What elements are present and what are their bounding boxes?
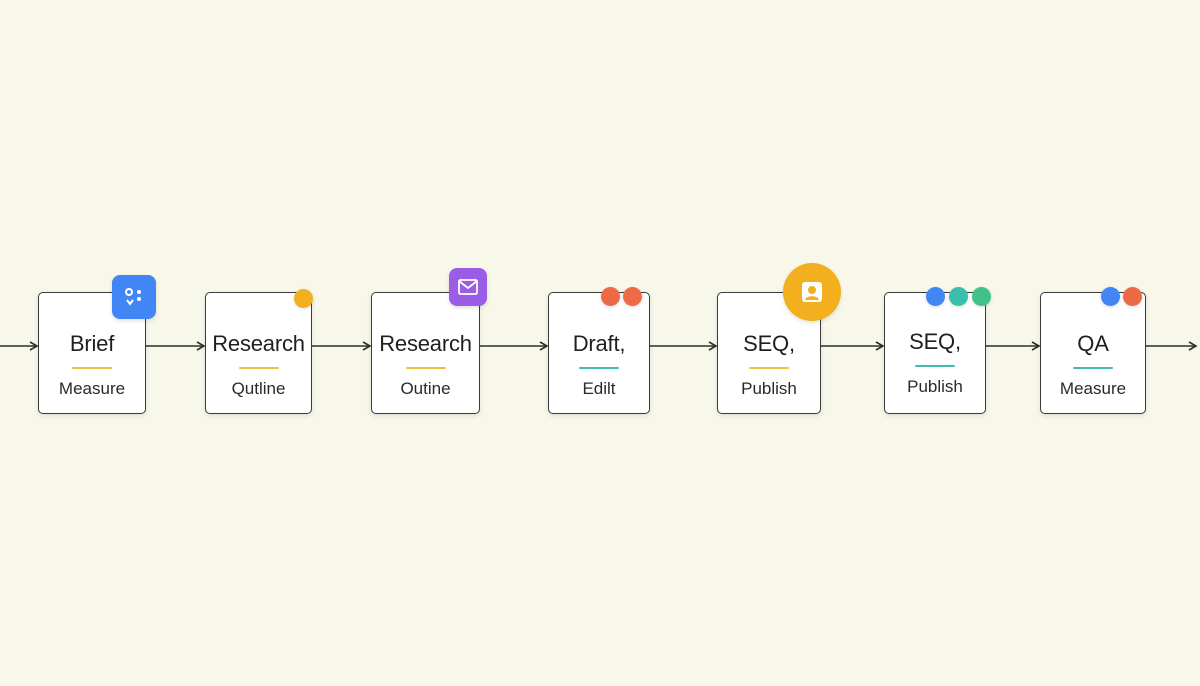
badge-network — [112, 275, 156, 319]
step-divider — [749, 367, 789, 369]
status-dot — [294, 289, 313, 308]
mail-icon — [458, 279, 478, 295]
step-title: SEQ, — [909, 329, 961, 354]
step-divider — [72, 367, 112, 369]
dots-network-icon — [125, 288, 141, 306]
status-dot — [623, 287, 642, 306]
step-seo-2[interactable]: SEQ, Publish — [884, 287, 991, 414]
step-divider — [405, 367, 446, 369]
step-title: Draft, — [572, 331, 626, 356]
user-icon — [802, 282, 822, 302]
step-seo[interactable]: SEQ, Publish — [717, 263, 841, 414]
step-title: QA — [1077, 331, 1109, 356]
step-divider — [1073, 367, 1113, 369]
status-dot — [601, 287, 620, 306]
step-subtitle: Publish — [907, 377, 963, 396]
step-research-2[interactable]: Research Outine — [371, 268, 487, 414]
step-subtitle: Publish — [741, 379, 797, 398]
status-dot — [926, 287, 945, 306]
status-dot — [1101, 287, 1120, 306]
step-subtitle: Qutline — [231, 379, 286, 398]
step-subtitle: Edilt — [582, 379, 616, 398]
status-dot — [972, 287, 991, 306]
step-title: Research — [212, 331, 305, 356]
step-subtitle: Measure — [58, 379, 126, 398]
step-title: Brief — [69, 331, 115, 356]
badge-mail — [449, 268, 487, 306]
step-divider — [915, 365, 955, 367]
status-dot — [1123, 287, 1142, 306]
status-dot — [949, 287, 968, 306]
step-qa[interactable]: QA Measure — [1040, 287, 1146, 414]
step-brief[interactable]: Brief Measure — [38, 275, 156, 414]
step-research[interactable]: Research Qutline — [205, 289, 313, 414]
badge-user — [783, 263, 841, 321]
step-subtitle: Outine — [400, 379, 451, 398]
step-draft[interactable]: Draft, Edilt — [548, 287, 650, 414]
step-subtitle: Measure — [1059, 379, 1127, 398]
step-title: Research — [379, 331, 472, 356]
step-divider — [579, 367, 619, 369]
step-title: SEQ, — [743, 331, 795, 356]
step-divider — [238, 367, 279, 369]
